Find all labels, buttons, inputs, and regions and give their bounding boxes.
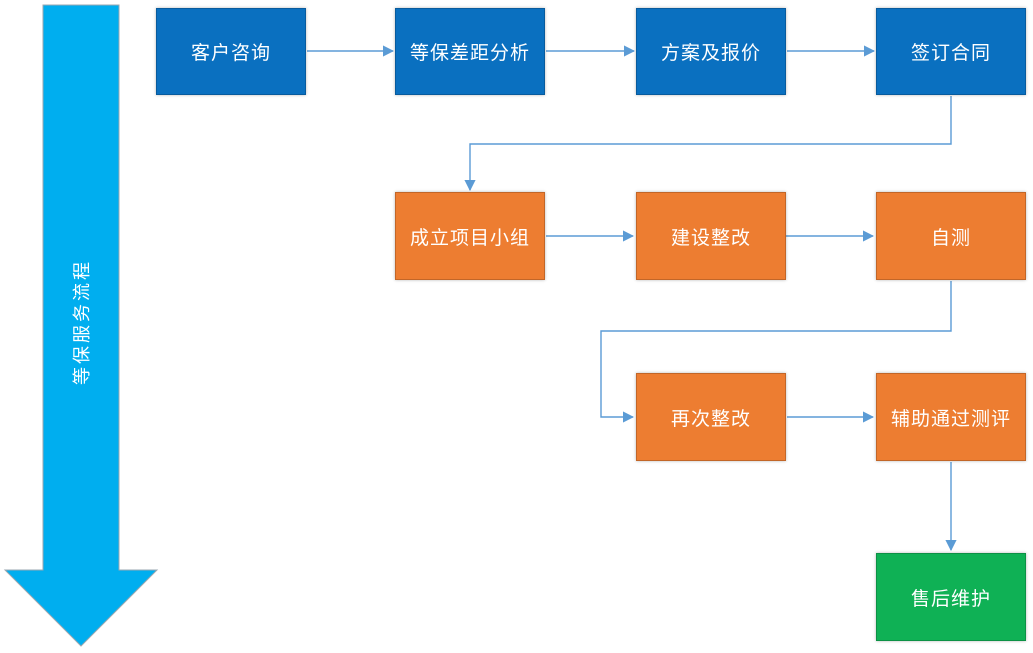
node-gap-analysis: 等保差距分析 — [395, 8, 545, 95]
node-after-sales-maintenance: 售后维护 — [876, 553, 1026, 641]
node-sign-contract: 签订合同 — [876, 8, 1026, 95]
banner-down-arrow — [3, 4, 159, 647]
down-arrow-shape — [3, 4, 159, 647]
node-form-project-team: 成立项目小组 — [395, 192, 545, 280]
node-proposal-and-quote: 方案及报价 — [636, 8, 786, 95]
connector-sign-contract-to-form-project-team — [464, 96, 952, 192]
node-assist-pass-evaluation: 辅助通过测评 — [876, 373, 1026, 461]
node-construction-rectification: 建设整改 — [636, 192, 786, 280]
banner-label: 等保服务流程 — [72, 259, 92, 385]
node-second-rectification: 再次整改 — [636, 373, 786, 461]
node-self-test: 自测 — [876, 192, 1026, 280]
node-customer-inquiry: 客户咨询 — [156, 8, 306, 95]
